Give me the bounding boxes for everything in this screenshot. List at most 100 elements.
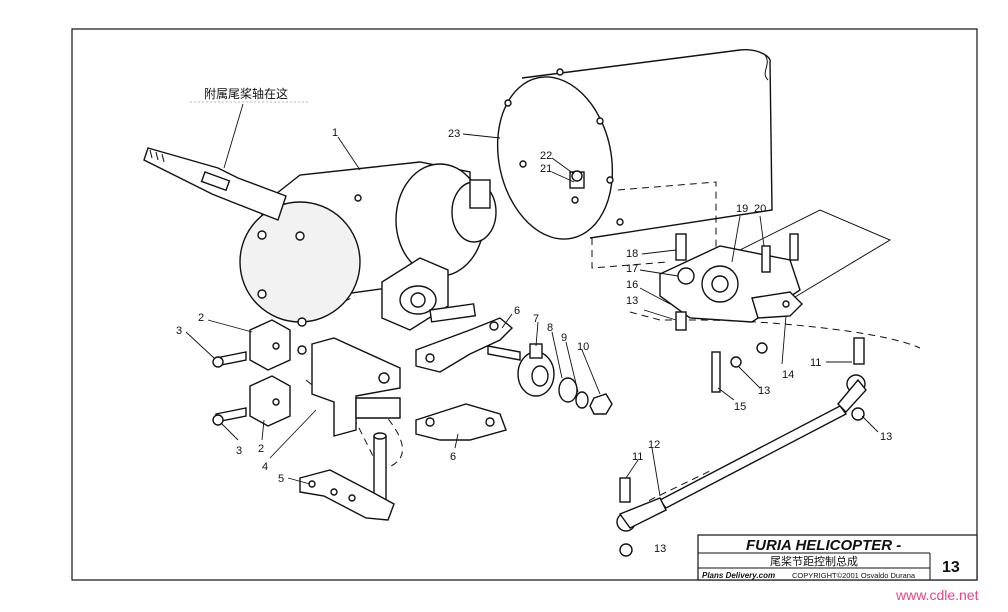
- leader-19: [731, 215, 741, 263]
- bolt-18: [675, 233, 687, 261]
- screw-upper-head: [212, 356, 224, 368]
- block-upper: [212, 319, 291, 371]
- leader-6a: [501, 313, 513, 329]
- leader-13c: [861, 415, 879, 433]
- part-label-8: 8: [547, 322, 553, 334]
- pivot-stack: [487, 343, 613, 415]
- pushrod-12: [616, 337, 867, 557]
- nut-13-upper: [851, 407, 865, 421]
- leader-18: [641, 249, 677, 255]
- pushrod-tube: [658, 405, 848, 509]
- bellcrank-arm-14: [751, 291, 803, 319]
- flange-bolt: [297, 317, 307, 327]
- flange-bolt: [257, 230, 267, 240]
- bolt-11-lower: [619, 477, 631, 503]
- shaft-thread: [149, 149, 153, 159]
- bellcrank-arm-hole: [782, 300, 790, 308]
- leader-8: [551, 331, 563, 379]
- block-lower-body: [249, 375, 291, 427]
- leader-4: [269, 409, 317, 459]
- title-block-brand: Plans Delivery.com: [702, 571, 775, 580]
- part-label-2a: 2: [198, 312, 204, 324]
- block-upper-hole: [272, 342, 280, 350]
- pivot-8-bore: [531, 365, 549, 387]
- part-label-6b: 6: [450, 451, 456, 463]
- leader-13a: [643, 309, 677, 321]
- dash-route-tube: [591, 238, 669, 269]
- pitch-output-shaft: [429, 303, 477, 323]
- annotation-leader: [223, 103, 244, 169]
- title-block-copyright: COPYRIGHT©2001 Osvaldo Durana: [792, 571, 916, 580]
- flange-bolt: [297, 345, 307, 355]
- title-block-title: FURIA HELICOPTER -: [746, 537, 901, 554]
- leader-20: [759, 215, 765, 247]
- boom-side: [715, 209, 892, 301]
- drawing-frame: [71, 28, 978, 581]
- bolt-7-shank: [487, 345, 521, 361]
- washer-9-outer: [558, 377, 578, 403]
- pitch-output-bore: [410, 292, 426, 308]
- link-6-upper-hole: [489, 321, 499, 331]
- link-6-lower-hole: [425, 417, 435, 427]
- washer-9: [575, 391, 589, 409]
- part-label-19: 19: [736, 203, 748, 215]
- part-labels: 1 2 2 3 3 4 5 6 6 7 8 9 10 11 11 12 13 1…: [176, 127, 892, 555]
- bolt-11-upper: [853, 337, 865, 365]
- part-label-14: 14: [782, 369, 794, 381]
- shaft-key: [200, 171, 231, 192]
- block-lower: [212, 375, 291, 427]
- part-label-10: 10: [577, 341, 589, 353]
- part-label-7: 7: [533, 313, 539, 325]
- part-label-3b: 3: [236, 445, 242, 457]
- plate-hole: [616, 218, 624, 226]
- leader-7: [535, 321, 539, 347]
- shaft-thread: [161, 153, 165, 163]
- screw-lower-head: [212, 414, 224, 426]
- leader-lines: [185, 133, 879, 497]
- annotation-group: 附属尾桨轴在这: [190, 86, 310, 169]
- gearbox-flange: [239, 201, 361, 323]
- pivot-pin-top: [373, 432, 387, 440]
- link-6-upper-hole: [425, 353, 435, 363]
- plate-hole: [556, 68, 564, 76]
- nut-13-b: [730, 356, 742, 368]
- nut-13-c: [756, 342, 768, 354]
- bracket-4-lower-ear: [355, 397, 401, 419]
- plate-hole: [606, 176, 614, 184]
- output-spline: [469, 179, 491, 209]
- leader-10: [581, 349, 601, 395]
- part-label-6a: 6: [514, 305, 520, 317]
- dash-route-right: [629, 311, 921, 349]
- leader-1: [337, 136, 361, 171]
- title-block-subtitle: 尾桨节距控制总成: [770, 554, 858, 568]
- part-label-4: 4: [262, 461, 268, 473]
- plate-hole: [596, 117, 604, 125]
- link-6-lower: [415, 403, 507, 441]
- leader-3a: [185, 331, 215, 359]
- part-label-16: 16: [626, 279, 638, 291]
- dash-route-upper: [617, 181, 717, 262]
- plate-hole: [519, 160, 527, 168]
- plate-5-body: [299, 469, 395, 521]
- plate-hole: [504, 99, 512, 107]
- leader-2b: [261, 419, 265, 441]
- leader-12: [651, 447, 661, 497]
- link-6-upper: [415, 317, 514, 373]
- leader-6b: [454, 433, 459, 449]
- part-label-1: 1: [332, 127, 338, 139]
- part-label-12: 12: [648, 439, 660, 451]
- nut-10: [589, 393, 613, 415]
- part-label-3a: 3: [176, 325, 182, 337]
- part-label-13c: 13: [880, 431, 892, 443]
- annotation-text: 附属尾桨轴在这: [204, 86, 288, 101]
- block-upper-body: [249, 319, 291, 371]
- part-label-13b: 13: [758, 385, 770, 397]
- leader-13b: [737, 365, 761, 389]
- block-lower-hole: [272, 398, 280, 406]
- rod-end-lower-body: [618, 497, 667, 529]
- part-label-13d: 13: [654, 543, 666, 555]
- part-label-2b: 2: [258, 443, 264, 455]
- spacer-17: [677, 267, 695, 285]
- leader-23: [462, 133, 501, 139]
